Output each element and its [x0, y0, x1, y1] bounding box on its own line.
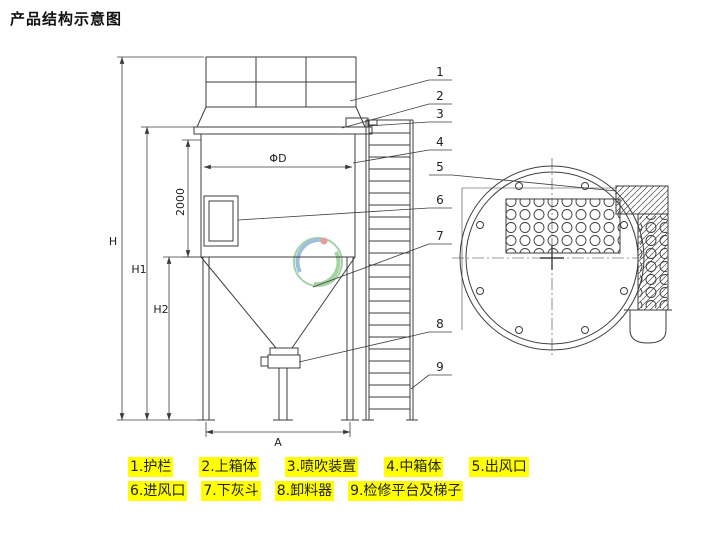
part-number-5: 5	[436, 160, 444, 174]
top-view-drawing	[452, 158, 672, 358]
part-number-9: 9	[436, 360, 444, 374]
dim-label-A: A	[274, 436, 282, 449]
dimension-labels: H H1 H2 2000 ΦD A	[109, 152, 287, 449]
legend-item-8: 8.卸料器	[274, 481, 335, 501]
part-number-2: 2	[436, 89, 444, 103]
dim-label-H1: H1	[131, 263, 146, 276]
legend-item-4: 4.中箱体	[384, 457, 444, 477]
support-legs	[197, 257, 359, 421]
air-inlet-door	[203, 195, 239, 247]
railing	[196, 56, 366, 128]
schematic-drawing: H H1 H2 2000 ΦD A 1 2 3 4 5 6	[109, 56, 672, 449]
part-number-4: 4	[436, 135, 444, 149]
dim-label-2000: 2000	[174, 188, 187, 216]
part-number-7: 7	[436, 229, 444, 243]
part-leaders	[237, 79, 617, 390]
bolt-holes	[476, 182, 628, 334]
part-number-6: 6	[436, 193, 444, 207]
legend-item-1: 1.护栏	[128, 457, 174, 477]
dim-label-H2: H2	[153, 303, 168, 316]
front-view-drawing	[193, 56, 418, 421]
legend-item-2: 2.上箱体	[199, 457, 259, 477]
dim-label-diameter: ΦD	[269, 152, 286, 165]
dimension-lines	[117, 56, 353, 437]
ash-hopper	[200, 256, 356, 356]
legend-row-2: 6.进风口 7.下灰斗 8.卸料器 9.检修平台及梯子	[0, 481, 710, 501]
dim-label-H: H	[109, 235, 117, 248]
service-ladder	[362, 119, 418, 421]
legend-item-6: 6.进风口	[128, 481, 188, 501]
part-numbers: 1 2 3 4 5 6 7 8 9	[436, 65, 444, 374]
legend-item-7: 7.下灰斗	[201, 481, 261, 501]
page-title: 产品结构示意图	[10, 10, 123, 28]
legend-item-9: 9.检修平台及梯子	[348, 481, 464, 501]
legend-item-3: 3.喷吹装置	[284, 457, 359, 477]
discharge-valve	[260, 354, 301, 421]
middle-box-body	[200, 133, 356, 258]
upper-box-cover	[193, 126, 373, 135]
legend-item-5: 5.出风口	[469, 457, 529, 477]
part-number-1: 1	[436, 65, 444, 79]
part-number-8: 8	[436, 317, 444, 331]
part-number-3: 3	[436, 107, 444, 121]
legend-row-1: 1.护栏 2.上箱体 3.喷吹装置 4.中箱体 5.出风口	[0, 457, 710, 477]
filter-bag-layout	[505, 198, 621, 254]
parts-legend: 1.护栏 2.上箱体 3.喷吹装置 4.中箱体 5.出风口 6.进风口 7.下灰…	[0, 457, 710, 501]
air-outlet-duct	[615, 185, 672, 344]
